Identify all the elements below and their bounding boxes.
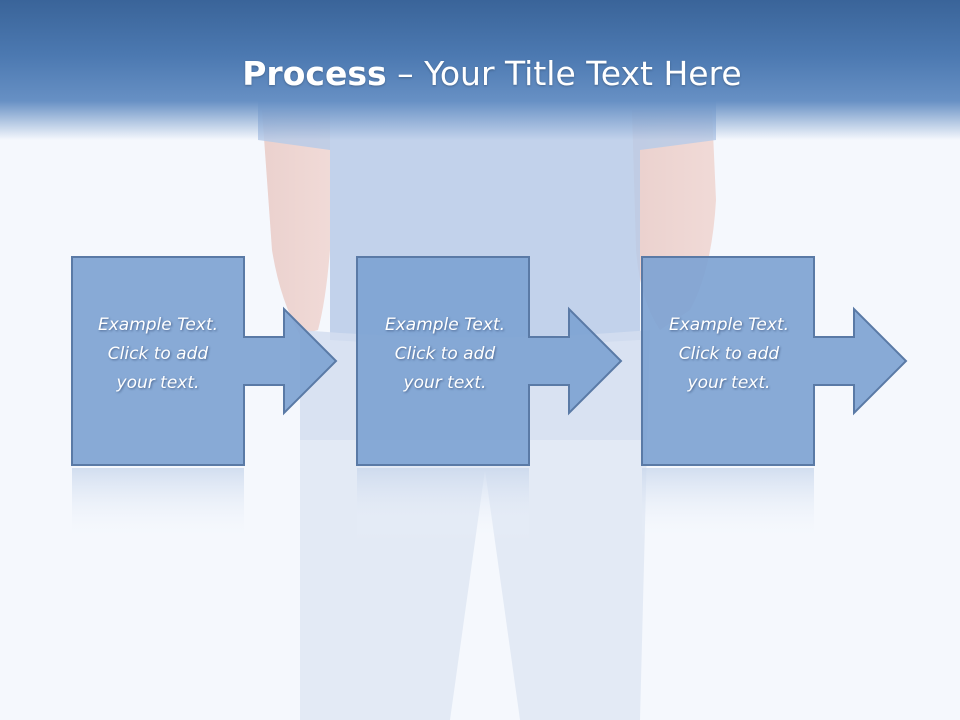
step-3-text[interactable]: Example Text. Click to add your text. [643, 311, 815, 398]
step-3-line-3: your text. [687, 373, 771, 393]
step-1-reflection [72, 468, 244, 540]
slide-title[interactable]: Process – Your Title Text Here [0, 52, 960, 96]
step-2-line-3: your text. [403, 373, 487, 393]
step-2-line-2: Click to add [394, 344, 496, 364]
step-3-shape [641, 256, 908, 466]
step-2-shape [356, 256, 623, 466]
process-step-2[interactable] [356, 256, 623, 540]
title-bar [0, 0, 960, 140]
step-3-line-1: Example Text. [668, 315, 790, 335]
step-3-line-2: Click to add [678, 344, 780, 364]
step-1-line-2: Click to add [107, 344, 209, 364]
title-bold: Process [242, 54, 387, 93]
step-2-text[interactable]: Example Text. Click to add your text. [359, 311, 531, 398]
step-1-line-1: Example Text. [97, 315, 219, 335]
step-2-reflection [357, 468, 529, 540]
process-step-3[interactable] [641, 256, 908, 540]
step-1-shape [71, 256, 338, 466]
title-rest: – Your Title Text Here [386, 54, 742, 93]
step-1-line-3: your text. [116, 373, 200, 393]
process-step-1[interactable] [71, 256, 338, 540]
step-1-text[interactable]: Example Text. Click to add your text. [72, 311, 244, 398]
step-2-line-1: Example Text. [384, 315, 506, 335]
step-3-reflection [642, 468, 814, 540]
